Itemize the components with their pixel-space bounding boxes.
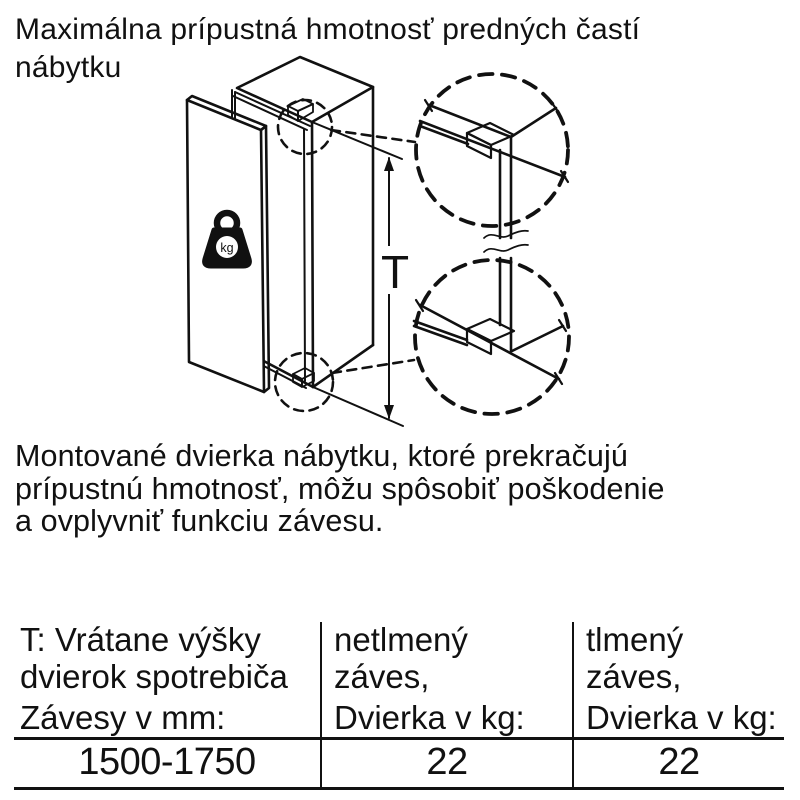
top-hinge-callout-circle [276,98,334,156]
table-value-height-range: 1500-1750 [78,741,256,783]
table-divider-1 [320,622,323,789]
furniture-door-panel [185,94,271,394]
appliance-cabinet [231,55,375,389]
col1-header-line-2: dvierok spotrebiča [20,657,288,695]
bottom-hinge-detail-view [412,256,571,416]
page-title-line-2: nábytku [15,50,122,84]
col3-header-line-1: tlmený [586,621,684,658]
bottom-detail-leader [330,358,416,375]
table-value-undamped-kg: 22 [426,741,468,783]
page-title-line-1: Maximálna prípustná hmotnosť predných ča… [15,13,641,46]
table-value-damped-kg: 22 [658,741,700,783]
dimension-T [311,121,414,427]
table-header-col1: T: Vrátane výšky dvierok spotrebiča Záve… [20,621,288,737]
body-line-1: Montované dvierka nábytku, ktoré prekrač… [15,439,628,473]
page-title: Maximálna prípustná hmotnosť predných ča… [15,11,640,86]
top-hinge [287,98,314,122]
table-header-col3: tlmený záves, Dvierka v kg: [586,621,777,737]
weight-kg-label: kg [220,241,233,255]
table-header-rule [14,737,784,740]
body-paragraph: Montované dvierka nábytku, ktoré prekrač… [15,440,665,538]
col3-header-line-2: záves, [586,657,682,695]
top-detail-leader [329,128,417,144]
weight-kg-icon [202,209,252,269]
col1-header-line-1: T: Vrátane výšky [20,621,261,658]
body-line-2: prípustnú hmotnosť, môžu spôsobiť poškod… [15,471,665,506]
top-hinge-detail-view [414,72,570,240]
col1-subheader: Závesy v mm: [20,699,226,736]
bottom-hinge [292,367,315,388]
table-divider-2 [572,622,575,789]
body-line-3: a ovplyvniť funkciu závesu. [15,504,384,538]
col2-subheader: Dvierka v kg: [334,699,525,736]
break-marks [483,229,529,253]
table-bottom-rule [14,787,784,790]
table-header-col2: netlmený záves, Dvierka v kg: [334,621,525,737]
dimension-label: T [381,246,409,298]
col3-subheader: Dvierka v kg: [586,699,777,736]
col2-header-line-2: záves, [334,657,430,695]
bottom-hinge-callout-circle [273,351,335,413]
col2-header-line-1: netlmený [334,621,468,658]
